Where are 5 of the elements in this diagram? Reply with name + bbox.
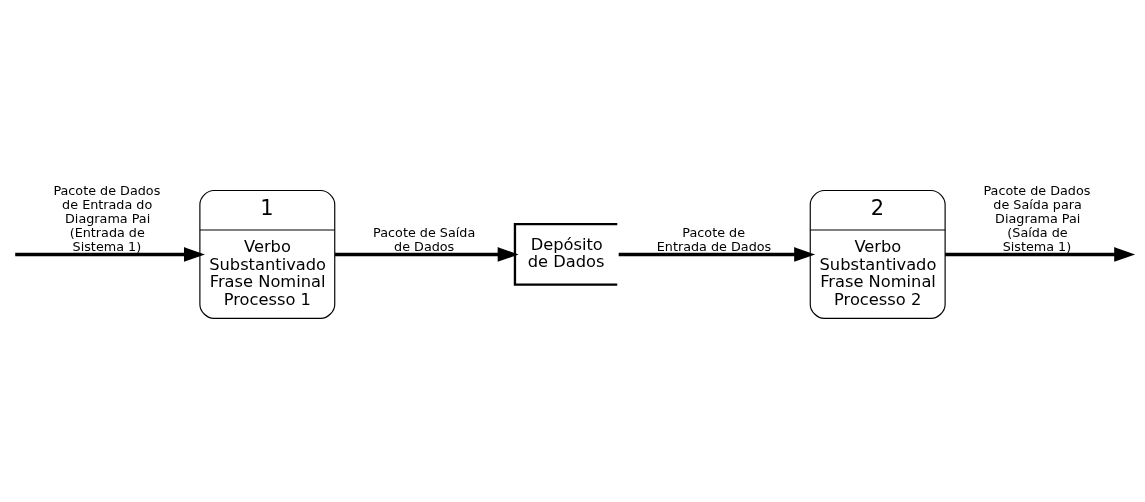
- edge-label: Pacote de Entrada de Dados: [656, 224, 772, 254]
- edge-label: Pacote de Saída de Dados: [373, 224, 476, 254]
- edge-label: Pacote de Dados de Saída para Diagrama Pai (Saída de Sistema 1): [983, 182, 1091, 254]
- node-text: Depósito de Dados: [527, 234, 605, 271]
- edge-label: Pacote de Dados de Entrada do Diagrama Pai (Entrada de Sistema 1): [53, 182, 161, 254]
